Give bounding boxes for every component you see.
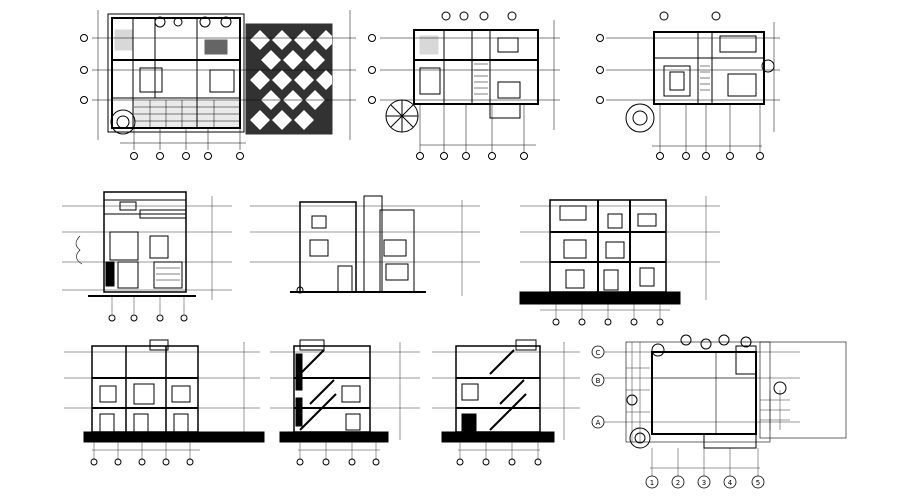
section-d-d (432, 339, 580, 466)
grid-label: B (596, 377, 601, 385)
grid-label: 2 (676, 479, 680, 487)
roof-site-plan: C B A 1 2 3 4 5 (591, 334, 847, 489)
grid-label: 3 (702, 479, 706, 487)
tree-icon (110, 16, 232, 135)
grid-bubbles (596, 34, 764, 160)
first-floor-plan (368, 11, 560, 160)
grid-bubble-col: 1 2 3 4 5 (645, 475, 765, 489)
front-elevation (62, 191, 232, 322)
grid-label: 1 (650, 479, 654, 487)
grid-label: 4 (728, 479, 733, 487)
grid-label: 5 (756, 479, 760, 487)
side-elevation (250, 195, 480, 296)
section-c-c (270, 339, 420, 466)
section-a-a (519, 196, 720, 326)
tree-icon (626, 334, 787, 449)
section-b-b (64, 339, 265, 466)
grid-bubbles (80, 34, 244, 160)
grid-label: A (596, 419, 601, 427)
grid-bubbles (368, 34, 528, 160)
ground-floor-plan (80, 10, 356, 160)
grid-label: C (596, 349, 601, 357)
grid-bubble-row: C B A (591, 345, 605, 429)
second-floor-plan (596, 11, 780, 160)
